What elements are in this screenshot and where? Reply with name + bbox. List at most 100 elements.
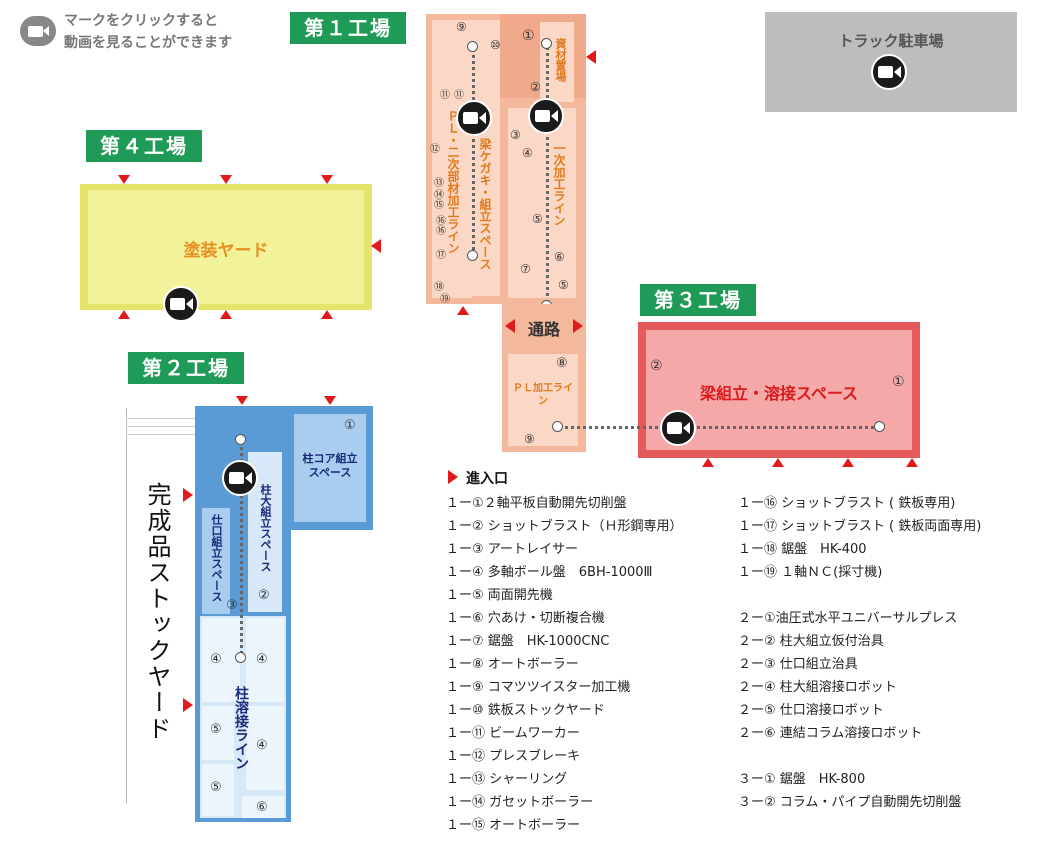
stockyard-border: [126, 408, 127, 804]
legend-item: ３ー② コラム・パイプ自動開先切削盤: [738, 795, 962, 810]
legend-item: １ー④ 多軸ボール盤 6BH-1000Ⅲ: [446, 565, 653, 580]
f1-num: ⑮: [434, 200, 444, 211]
f1-num: ①: [522, 28, 535, 44]
factory2-weld-cell: [246, 618, 284, 702]
instruction-text: マークをクリックすると 動画を見ることができます: [64, 13, 232, 51]
entrance-marker: [702, 458, 714, 467]
f1-num: ⑯: [436, 226, 446, 237]
entrance-marker: [321, 175, 333, 184]
factory3-area-label: 梁組立・溶接スペース: [699, 384, 859, 403]
f3-num: ①: [892, 374, 905, 390]
f3-num: ②: [650, 358, 663, 374]
legend-item: １ー⑫ プレスブレーキ: [446, 749, 581, 764]
factory1-lane-material: [540, 22, 574, 102]
legend-entrance-icon: [448, 470, 458, 484]
factory3-camera-icon[interactable]: [660, 410, 696, 446]
legend-item: １ー⑪ ビームワーカー: [446, 726, 580, 741]
factory2-shikuchi-label: 仕口組立スペース: [210, 514, 223, 602]
factory2-line: [240, 440, 243, 660]
factory4-inner: [88, 190, 364, 304]
factory1-camera-icon-left[interactable]: [456, 100, 492, 136]
factory1-line-right: [546, 46, 549, 304]
legend-item: １ー⑰ ショットブラスト ( 鉄板両面専用): [738, 519, 982, 534]
f2-num: ④: [210, 652, 222, 667]
passage-arrow-right: [573, 319, 583, 333]
truck-parking-label: トラック駐車場: [838, 32, 944, 50]
f1-num: ⑰: [436, 250, 446, 261]
f1-num: ③: [510, 128, 521, 142]
legend-item: １ー⑨ コマツツイスター加工機: [446, 680, 631, 695]
factory1-material-label: 資材置場: [554, 38, 567, 82]
f2-num: ②: [258, 588, 270, 603]
f1-num: ⑫: [430, 144, 440, 155]
factory2-shikuchi-area: [202, 508, 230, 614]
entrance-marker: [324, 396, 336, 405]
factory2-camera-icon[interactable]: [222, 460, 258, 496]
factory2-weld-cell: [202, 764, 234, 816]
factory1-node: [467, 41, 478, 52]
factory2-weld-cell: [246, 706, 284, 790]
passage-pl-label: ＰＬ加工ライン: [513, 383, 573, 407]
f1-num: ⑭: [434, 190, 444, 201]
f1-num: ⑩: [490, 38, 501, 52]
legend-item: １ー①２軸平板自動開先切削盤: [446, 496, 627, 511]
passage-label: 通路: [527, 320, 560, 339]
f2-num: ⑥: [256, 800, 268, 815]
passage-num: ⑧: [556, 356, 568, 371]
stockyard-line: [126, 434, 195, 435]
legend-item: ３ー① 鋸盤 HK-800: [738, 772, 866, 787]
legend-item: １ー⑥ 穴あけ・切断複合機: [446, 611, 605, 626]
factory2-core-label: 柱コア組立スペース: [302, 452, 358, 479]
f1-num: ⑲: [440, 294, 450, 305]
entrance-marker: [586, 50, 596, 64]
factory3-node: [874, 421, 885, 432]
passage-arrow-left: [505, 319, 515, 333]
factory1-beam-label: 梁ケガキ・組立スペース: [478, 138, 492, 270]
legend-item: ２ー③ 仕口組立治具: [738, 657, 858, 672]
f1-num: ⑨: [456, 20, 467, 34]
entrance-marker: [183, 698, 193, 712]
entrance-marker: [321, 310, 333, 319]
factory2-big-label: 柱大組立スペース: [259, 484, 272, 572]
factory1-camera-icon-right[interactable]: [528, 98, 564, 134]
legend-item: １ー⑩ 鉄板ストックヤード: [446, 703, 605, 718]
stockyard-line: [126, 426, 195, 427]
legend-item: ２ー⑥ 連結コラム溶接ロボット: [738, 726, 923, 741]
f1-num: ⑪: [440, 90, 450, 101]
factory1-primary-label: 一次加工ライン: [552, 142, 566, 226]
f2-num: ⑤: [210, 722, 222, 737]
stockyard-line: [126, 418, 195, 419]
legend-item: １ー⑧ オートボーラー: [446, 657, 579, 672]
legend-item: ２ー② 柱大組立仮付治具: [738, 634, 884, 649]
legend-item: １ー⑬ シャーリング: [446, 772, 568, 787]
f2-num: ⑤: [210, 780, 222, 795]
factory2-weld-cell: [242, 796, 284, 818]
entrance-marker: [220, 310, 232, 319]
truck-camera-icon[interactable]: [871, 54, 907, 90]
factory2-core-area: [294, 414, 366, 522]
entrance-marker: [183, 488, 193, 502]
f1-num: ⑱: [434, 282, 444, 293]
entrance-marker: [220, 175, 232, 184]
factory2-weld-cell: [202, 618, 240, 702]
legend-item: ２ー④ 柱大組溶接ロボット: [738, 680, 897, 695]
f2-num: ④: [256, 738, 268, 753]
legend-item: １ー⑲ １軸ＮＣ(採寸機): [738, 565, 883, 580]
factory4-title: 第４工場: [86, 130, 202, 162]
legend-title: 進入口: [466, 471, 508, 487]
factory4-area-label: 塗装ヤード: [183, 241, 269, 261]
f1-num: ⑬: [434, 178, 444, 189]
entrance-marker: [118, 310, 130, 319]
f1-num: ⑥: [554, 250, 565, 264]
legend-item: １ー③ アートレイサー: [446, 542, 579, 557]
factory3-line: [558, 426, 880, 429]
legend-item: ２ー⑤ 仕口溶接ロボット: [738, 703, 884, 718]
factory2-node: [235, 434, 246, 445]
factory2-node: [235, 652, 246, 663]
factory2-title: 第２工場: [128, 352, 244, 384]
factory4-camera-icon[interactable]: [163, 286, 199, 322]
entrance-marker: [906, 458, 918, 467]
legend-item: １ー⑭ ガセットボーラー: [446, 795, 594, 810]
factory1-node: [467, 250, 478, 261]
entrance-marker: [842, 458, 854, 467]
